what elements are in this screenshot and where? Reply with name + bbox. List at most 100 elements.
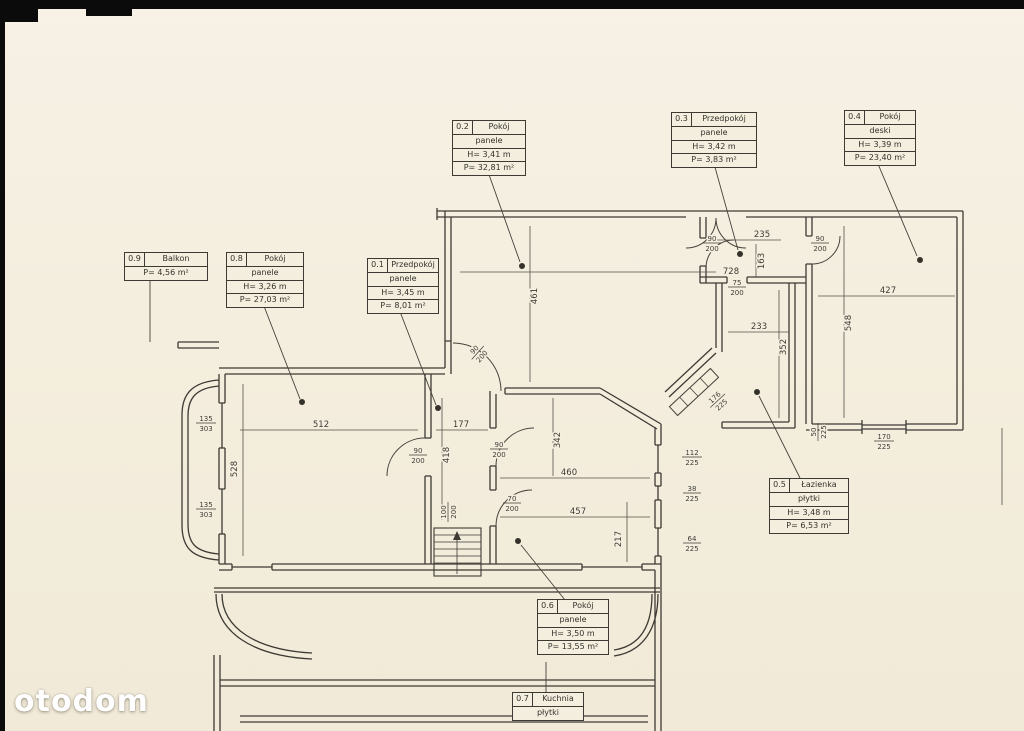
svg-text:64: 64: [688, 535, 697, 543]
room-area: P= 4,56 m²: [125, 265, 207, 280]
svg-text:303: 303: [199, 511, 212, 519]
room-height: H= 3,42 m: [672, 139, 756, 154]
svg-text:100: 100: [440, 505, 448, 518]
watermark-logo: otodom: [14, 684, 149, 719]
svg-text:200: 200: [492, 451, 505, 459]
svg-text:50: 50: [810, 428, 818, 437]
dim-512: 512: [313, 420, 329, 430]
room-id: 0.4: [845, 111, 865, 124]
room-label-0-3: 0.3 Przedpokój panele H= 3,42 m P= 3,83 …: [671, 112, 757, 169]
room-id: 0.6: [538, 600, 558, 613]
room-name: Balkon: [162, 254, 190, 263]
room-label-0-7: 0.7 Kuchnia płytki: [512, 692, 584, 721]
room-area: P= 27,03 m²: [227, 293, 303, 307]
room-name: Pokój: [264, 254, 286, 263]
dim-457: 457: [570, 507, 586, 517]
room-area: P= 3,83 m²: [672, 153, 756, 167]
room-id: 0.3: [672, 113, 692, 126]
svg-text:225: 225: [685, 545, 698, 553]
dim-352: 352: [779, 339, 789, 355]
ceiling-dots: [299, 251, 923, 544]
room-label-0-2: 0.2 Pokój panele H= 3,41 m P= 32,81 m²: [452, 120, 526, 177]
room-floor-material: płytki: [770, 491, 848, 506]
dim-418: 418: [442, 447, 452, 463]
room-height: H= 3,45 m: [368, 285, 438, 300]
svg-text:200: 200: [411, 457, 424, 465]
room-label-header: 0.8 Pokój: [227, 253, 303, 266]
room-area: P= 32,81 m²: [453, 161, 525, 175]
room-id: 0.1: [368, 259, 388, 272]
room-label-header: 0.9 Balkon: [125, 253, 207, 266]
room-floor-material: panele: [227, 265, 303, 280]
dimension-lines: [240, 226, 955, 562]
dim-342: 342: [553, 432, 563, 448]
dim-217: 217: [614, 531, 624, 547]
room-id: 0.7: [513, 693, 533, 706]
dim-528: 528: [230, 461, 240, 477]
room-name: Pokój: [572, 601, 594, 610]
room-label-0-5: 0.5 Łazienka płytki H= 3,48 m P= 6,53 m²: [769, 478, 849, 535]
svg-text:75: 75: [733, 279, 742, 287]
staircase: [433, 527, 482, 577]
room-label-header: 0.5 Łazienka: [770, 479, 848, 492]
dim-177: 177: [453, 420, 469, 430]
dim-460: 460: [561, 468, 577, 478]
hatched-door: [668, 367, 720, 417]
svg-text:200: 200: [450, 505, 458, 518]
svg-text:135: 135: [199, 501, 212, 509]
room-area: P= 13,55 m²: [538, 640, 608, 654]
room-name: Łazienka: [801, 480, 837, 489]
room-id: 0.2: [453, 121, 473, 134]
dim-427: 427: [880, 286, 896, 296]
room-id: 0.8: [227, 253, 247, 266]
room-floor-material: deski: [845, 123, 915, 138]
room-name: Przedpokój: [702, 114, 746, 123]
svg-text:90: 90: [414, 447, 423, 455]
room-floor-material: płytki: [513, 705, 583, 720]
svg-text:112: 112: [685, 449, 698, 457]
dim-163: 163: [757, 253, 767, 269]
room-label-header: 0.1 Przedpokój: [368, 259, 438, 272]
room-name: Pokój: [879, 112, 901, 121]
svg-text:303: 303: [199, 425, 212, 433]
svg-text:90: 90: [708, 235, 717, 243]
room-label-0-1: 0.1 Przedpokój panele H= 3,45 m P= 8,01 …: [367, 258, 439, 315]
room-label-header: 0.3 Przedpokój: [672, 113, 756, 126]
room-height: H= 3,41 m: [453, 147, 525, 162]
svg-text:135: 135: [199, 415, 212, 423]
room-name: Przedpokój: [391, 260, 435, 269]
room-name: Kuchnia: [542, 694, 574, 703]
scan-notch-black: [86, 0, 132, 16]
svg-text:200: 200: [730, 289, 743, 297]
walls: [177, 208, 964, 731]
svg-text:225: 225: [685, 459, 698, 467]
dim-461: 461: [530, 288, 540, 304]
svg-text:225: 225: [685, 495, 698, 503]
svg-text:200: 200: [505, 505, 518, 513]
room-floor-material: panele: [453, 133, 525, 148]
dim-728: 728: [723, 267, 739, 277]
dim-233: 233: [751, 322, 767, 332]
svg-text:225: 225: [877, 443, 890, 451]
dim-235: 235: [754, 230, 770, 240]
svg-text:225: 225: [820, 425, 828, 438]
room-label-0-6: 0.6 Pokój panele H= 3,50 m P= 13,55 m²: [537, 599, 609, 656]
svg-text:200: 200: [813, 245, 826, 253]
room-height: H= 3,48 m: [770, 505, 848, 520]
svg-text:200: 200: [705, 245, 718, 253]
room-area: P= 23,40 m²: [845, 151, 915, 165]
